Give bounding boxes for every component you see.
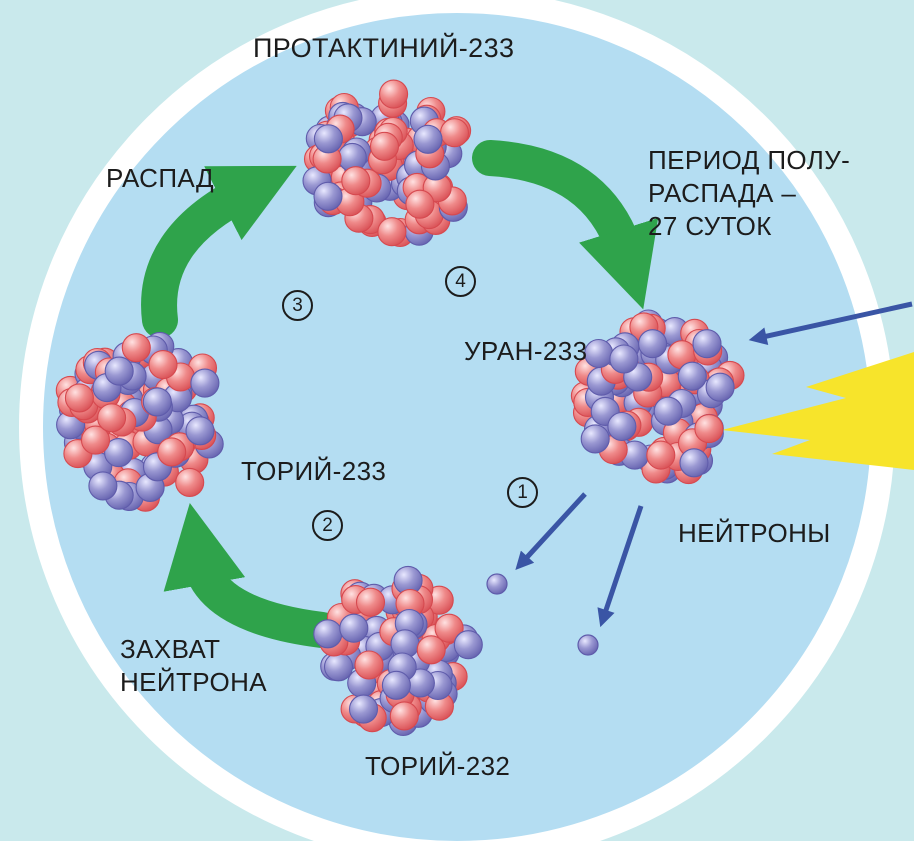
- neutron-capture-label: ЗАХВАТ НЕЙТРОНА: [120, 633, 267, 699]
- half-life-line-2: РАСПАДА –: [648, 178, 797, 208]
- neutrons-label: НЕЙТРОНЫ: [678, 518, 831, 548]
- thorium-233-label: ТОРИЙ-233: [241, 456, 387, 486]
- step-4-badge: 4: [445, 266, 476, 297]
- energy-lightning-bolt: [722, 352, 914, 470]
- thorium-232-label: ТОРИЙ-232: [365, 751, 511, 781]
- neutron-capture-arrow: [163, 502, 340, 648]
- emitted-neutron-arrow-2: [597, 505, 644, 628]
- uranium-233-nucleus: [570, 309, 745, 485]
- thorium-233-nucleus: [55, 331, 224, 512]
- neutron-particle: [486, 573, 508, 595]
- uranium-233-label: УРАН-233: [464, 336, 588, 366]
- half-life-label: ПЕРИОД ПОЛУ- РАСПАДА – 27 СУТОК: [648, 144, 850, 243]
- step-3-badge: 3: [282, 290, 313, 321]
- half-life-line-3: 27 СУТОК: [648, 211, 772, 241]
- neutron-capture-line-1: ЗАХВАТ: [120, 634, 221, 664]
- half-life-arrow: [472, 140, 659, 310]
- decay-label: РАСПАД: [106, 163, 215, 193]
- arrows-layer: [141, 140, 914, 648]
- neutron-particle: [577, 634, 599, 656]
- protactinium-233-label: ПРОТАКТИНИЙ-233: [253, 33, 515, 63]
- neutron-capture-line-2: НЕЙТРОНА: [120, 667, 267, 697]
- protactinium-233-nucleus: [302, 79, 472, 248]
- thorium-232-nucleus: [313, 565, 483, 737]
- half-life-line-1: ПЕРИОД ПОЛУ-: [648, 145, 851, 175]
- emitted-neutron-arrow-1: [515, 492, 587, 570]
- step-1-badge: 1: [507, 477, 538, 508]
- incoming-neutron-arrow: [748, 301, 913, 346]
- neutrons-layer: [486, 492, 644, 656]
- nuclei-layer: [55, 79, 745, 737]
- decay-arrow: [141, 165, 297, 338]
- step-2-badge: 2: [312, 510, 343, 541]
